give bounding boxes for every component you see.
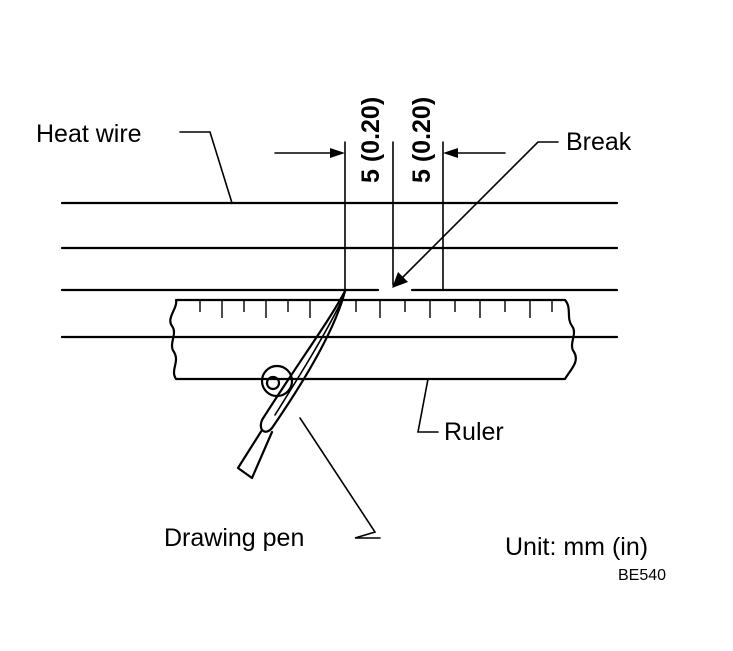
figure-code: BE540 <box>618 567 666 584</box>
drawing-pen-label: Drawing pen <box>164 524 304 552</box>
dimension-label-right: 5 (0.20) <box>408 97 436 183</box>
unit-label: Unit: mm (in) <box>505 533 648 561</box>
heat-wires <box>60 201 619 339</box>
break-arrowhead <box>392 272 408 288</box>
leaders <box>179 131 559 539</box>
pen-blade-inner <box>274 299 343 416</box>
ruler-body <box>169 298 577 381</box>
ruler-ticks <box>199 300 553 318</box>
heat-wire-leader <box>179 131 233 204</box>
dimension-label-left: 5 (0.20) <box>357 97 385 183</box>
pen-leader <box>299 417 381 539</box>
break-leader <box>399 141 559 281</box>
drawing-pen <box>236 289 347 480</box>
ruler-leader <box>417 378 439 433</box>
ruler <box>169 298 577 381</box>
pen-adjust-screw-inner <box>265 375 281 391</box>
pen-blade <box>259 289 347 433</box>
pen-adjust-screw <box>260 364 294 398</box>
dimension-lines <box>274 141 506 292</box>
pen-handle <box>236 428 274 480</box>
break-label: Break <box>566 128 632 156</box>
heat-wire-label: Heat wire <box>36 120 142 148</box>
ruler-label: Ruler <box>444 418 504 446</box>
